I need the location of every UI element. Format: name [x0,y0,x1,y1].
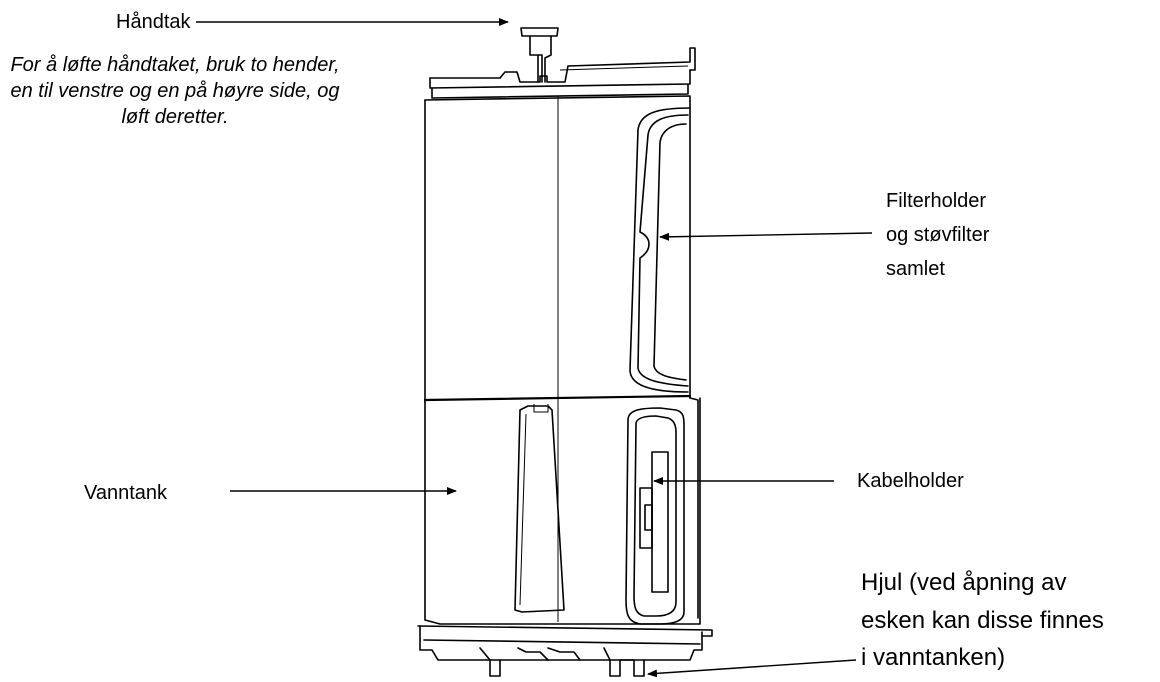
cable-holder-part [625,407,685,625]
filter-label-line2: og støvfilter [886,224,990,246]
lower-body [424,397,701,625]
filter-label-line1: Filterholder [886,190,987,212]
wheels-label-line1: Hjul (ved åpning av [861,569,1067,596]
wheels-label-line3: i vanntanken) [861,644,1006,671]
cable-holder-label: Kabelholder [857,470,964,492]
handle-label: Håndtak [116,11,191,33]
filter-arrow [659,232,873,241]
base-part [417,625,713,677]
wheels-label-line2: esken kan disse finnes [861,607,1104,634]
filter-holder-part [629,107,691,393]
handle-part [520,27,559,83]
handle-note: For å løfte håndtaket, bruk to hender, e… [10,54,340,128]
top-lid [429,47,696,99]
wheels-arrow [647,659,857,678]
upper-body [423,95,692,403]
water-tank-label: Vanntank [84,482,168,504]
filter-label-line3: samlet [886,258,945,280]
